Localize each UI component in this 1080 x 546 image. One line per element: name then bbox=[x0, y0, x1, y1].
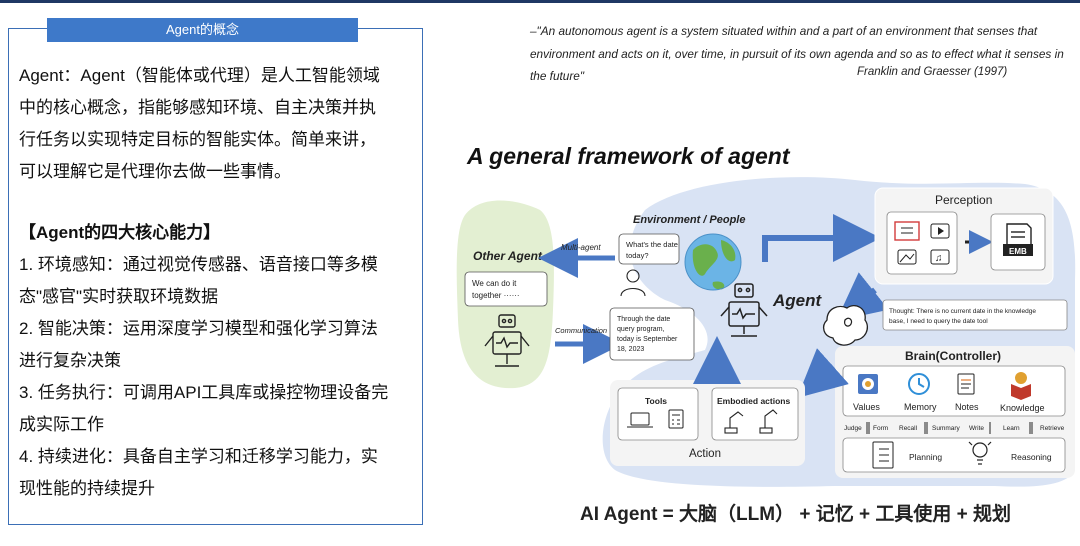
environment-bubble-line: today? bbox=[626, 251, 649, 260]
thought-box bbox=[882, 299, 1068, 331]
concept-panel bbox=[8, 28, 423, 525]
other-agent-bubble-line: together ······ bbox=[472, 291, 520, 300]
video-icon bbox=[930, 223, 950, 239]
memory-clock-icon bbox=[908, 373, 930, 395]
communication-bubble-line: query program, bbox=[617, 326, 665, 333]
concept-tab-title: Agent的概念 bbox=[47, 18, 358, 42]
embodied-actions-box bbox=[711, 387, 799, 441]
brain-link-label: Learn bbox=[1003, 425, 1020, 432]
communication-label: Communication bbox=[555, 326, 607, 335]
ability-item: 2. 智能决策：运用深度学习模型和强化学习算法 进行复杂决策 bbox=[19, 319, 378, 370]
agent-framework-diagram: Other Agent We can do it together ······… bbox=[456, 177, 1076, 487]
mountain-icon bbox=[899, 253, 915, 263]
brain-item-label: Values bbox=[853, 402, 880, 412]
brain-link-label: Write bbox=[969, 425, 984, 432]
audio-icon bbox=[930, 249, 950, 265]
brain-link-label: Judge bbox=[844, 425, 862, 432]
top-rule bbox=[0, 0, 1080, 3]
ai-agent-formula: AI Agent = 大脑（LLM） + 记忆 + 工具使用 + 规划 bbox=[580, 504, 1012, 525]
notes-icon bbox=[957, 373, 975, 395]
brain-item-label: Notes bbox=[955, 402, 979, 412]
thought-line: base, I need to query the date tool bbox=[889, 318, 988, 325]
other-agent-robot-icon bbox=[484, 314, 530, 367]
image-icon bbox=[897, 249, 917, 265]
brain-item-label: Knowledge bbox=[1000, 403, 1045, 413]
brain-item-label: Memory bbox=[904, 402, 937, 412]
thought-line: Thought: There is no current date in the… bbox=[889, 308, 1036, 315]
other-agent-label: Other Agent bbox=[473, 249, 543, 263]
action-title: Action bbox=[689, 448, 721, 460]
communication-bubble-line: today is September bbox=[617, 336, 678, 343]
planning-reasoning-box bbox=[842, 437, 1066, 473]
music-note-icon: ♫ bbox=[935, 253, 943, 264]
framework-title: A general framework of agent bbox=[467, 143, 790, 169]
brain-title: Brain(Controller) bbox=[905, 349, 1001, 363]
robot-arm-icon bbox=[724, 409, 778, 434]
agent-label: Agent bbox=[772, 291, 823, 310]
multi-agent-label: Multi-agent bbox=[561, 243, 601, 252]
concept-text: Agent：Agent（智能体或代理）是人工智能领域 中的核心概念，指能够感知环… bbox=[19, 60, 414, 505]
tools-label: Tools bbox=[645, 396, 667, 406]
environment-title: Environment / People bbox=[633, 214, 745, 226]
values-icon bbox=[858, 374, 878, 394]
agent-to-perception-arrow bbox=[762, 214, 881, 262]
communication-bubble-line: Through the date bbox=[617, 316, 670, 323]
environment-bubble bbox=[618, 233, 680, 265]
reasoning-label: Reasoning bbox=[1011, 452, 1052, 462]
other-agent-bubble-line: We can do it bbox=[472, 279, 517, 288]
core-abilities-title: 【Agent的四大核心能力】 bbox=[19, 223, 221, 242]
emb-label: EMB bbox=[1009, 247, 1027, 256]
agent-robot-icon bbox=[720, 283, 768, 337]
play-icon bbox=[938, 227, 944, 235]
ability-item: 4. 持续进化：具备自主学习和迁移学习能力，实 现性能的持续提升 bbox=[19, 447, 378, 498]
brain-link-label: Summary bbox=[932, 425, 961, 432]
definition-quote: –"An autonomous agent is a system situat… bbox=[530, 24, 1064, 83]
embedding-box bbox=[990, 213, 1046, 271]
planning-list-icon bbox=[872, 441, 894, 469]
brain-link-label: Recall bbox=[899, 425, 918, 432]
brain-to-action-arrow bbox=[797, 348, 849, 398]
perception-title: Perception bbox=[935, 193, 992, 207]
planning-label: Planning bbox=[909, 452, 942, 462]
communication-bubble-line: 18, 2023 bbox=[617, 346, 644, 353]
environment-bubble-line: What's the date bbox=[626, 240, 678, 249]
knowledge-book-icon bbox=[1011, 372, 1031, 400]
laptop-icon bbox=[627, 412, 653, 428]
quote-author: Franklin and Graesser (1997) bbox=[857, 66, 1008, 78]
globe-icon bbox=[684, 233, 742, 291]
ability-item: 3. 任务执行：可调用API工具库或操控物理设备完 成实际工作 bbox=[19, 383, 389, 434]
ability-item: 1. 环境感知：通过视觉传感器、语音接口等多模 态"感官"实时获取环境数据 bbox=[19, 255, 378, 306]
text-input-icon bbox=[894, 221, 920, 241]
other-agent-bubble bbox=[464, 271, 548, 307]
communication-bubble bbox=[609, 307, 695, 361]
brain-link-arrows bbox=[866, 422, 1033, 434]
concept-intro: Agent：Agent（智能体或代理）是人工智能领域 中的核心概念，指能够感知环… bbox=[19, 66, 380, 181]
brain-link-label: Retrieve bbox=[1040, 425, 1065, 432]
calculator-icon bbox=[668, 409, 684, 429]
person-icon bbox=[620, 269, 646, 297]
brain-head-icon bbox=[822, 305, 869, 346]
emb-tag bbox=[1003, 244, 1033, 256]
brain-link-label: Form bbox=[873, 425, 888, 432]
reasoning-bulb-icon bbox=[968, 441, 992, 465]
embodied-actions-label: Embodied actions bbox=[717, 396, 790, 406]
perception-to-brain-arrow bbox=[836, 272, 889, 321]
